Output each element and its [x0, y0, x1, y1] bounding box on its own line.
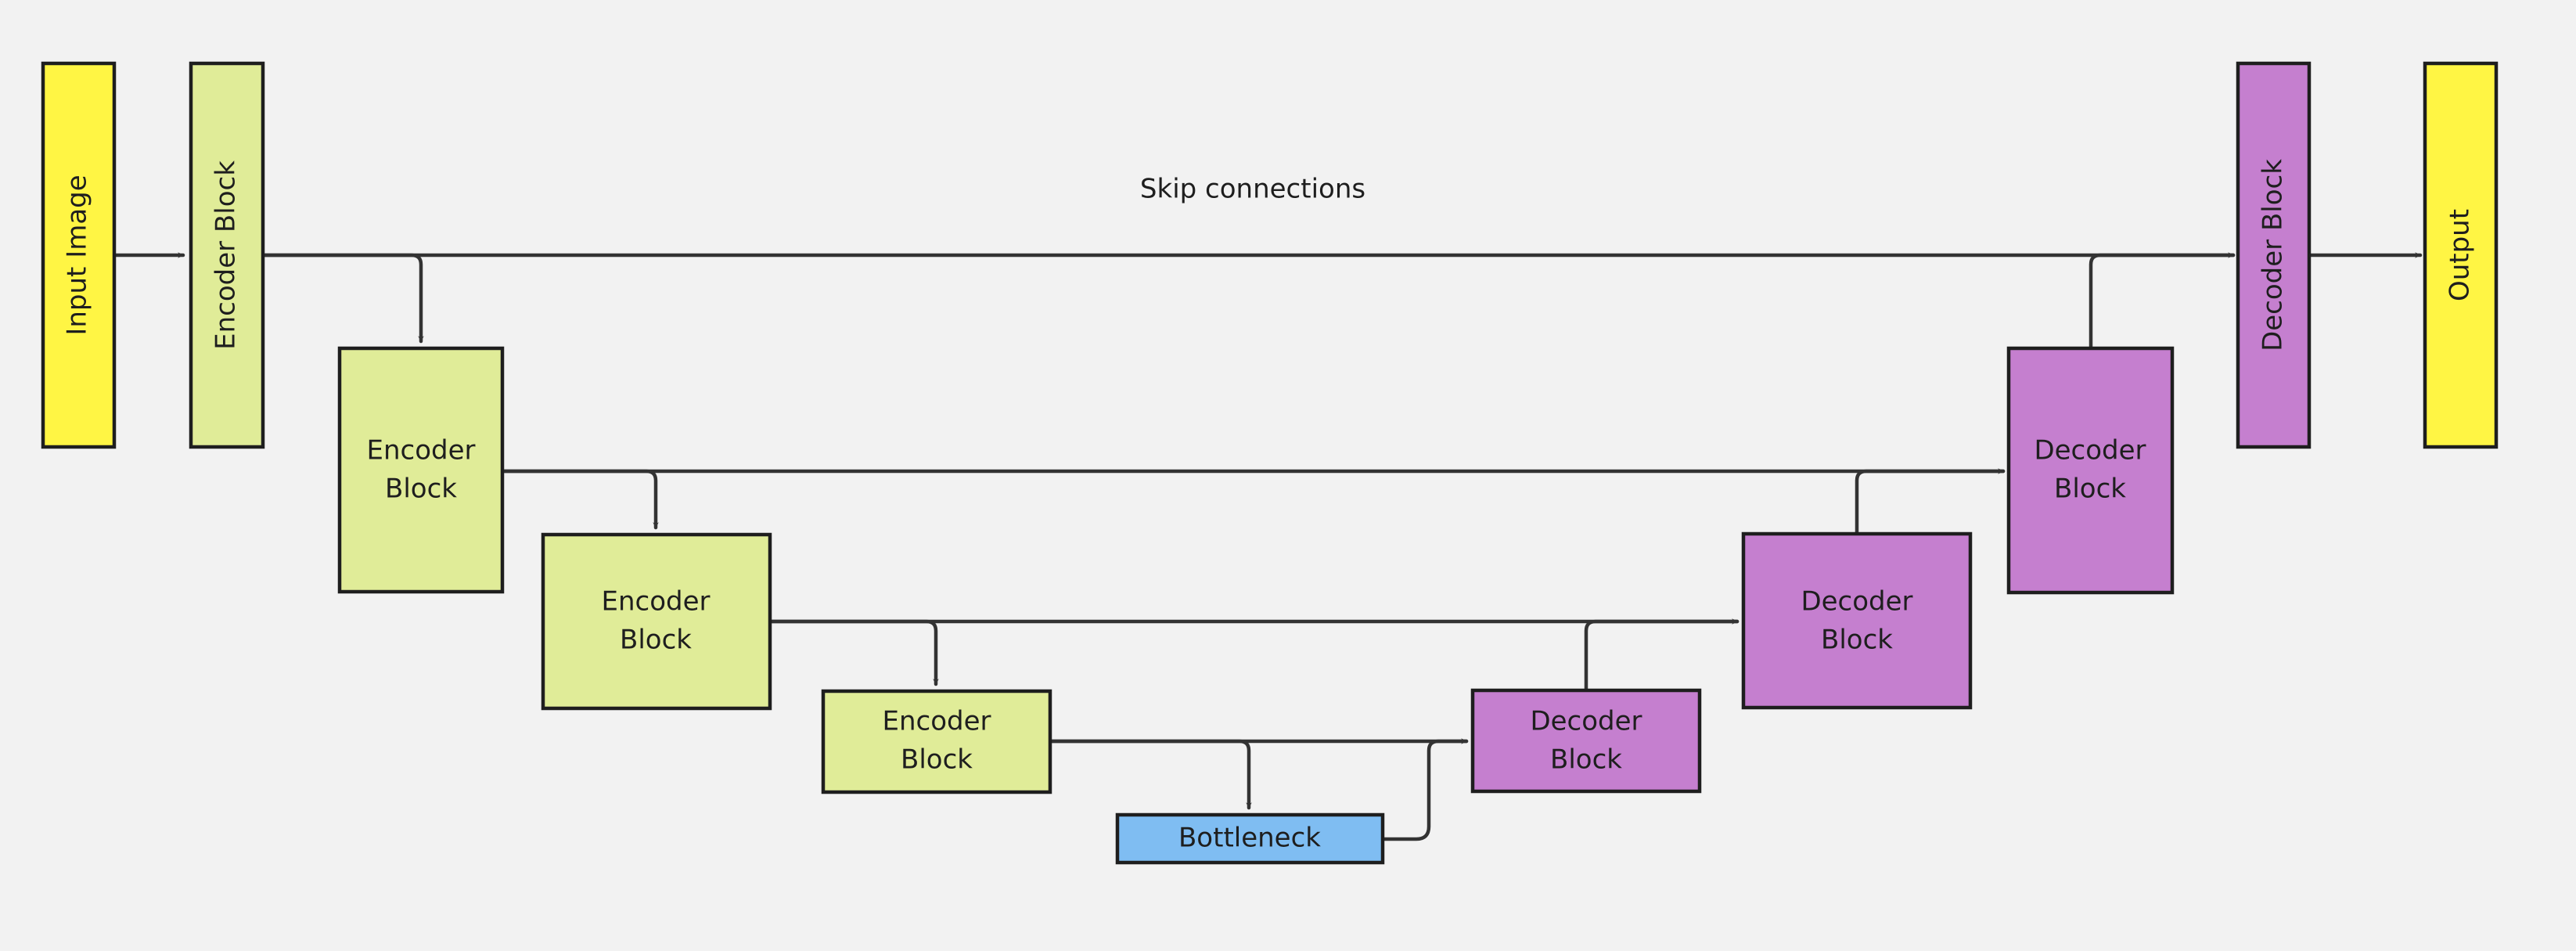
encoder-block-3-label-line-2: Block: [620, 625, 692, 656]
edges: [112, 252, 2423, 841]
encoder-block-1-box: [189, 61, 265, 449]
decoder-block-1-node[interactable]: Decoder Block: [2236, 61, 2312, 449]
encoder-block-2-box: [337, 346, 505, 594]
decoder-block-4-label-line-1: Decoder: [1530, 706, 1642, 737]
encoder-block-3-box: [541, 532, 772, 711]
encoder-block-1-node[interactable]: Encoder Block: [189, 61, 265, 449]
encoder-block-3-label-line-1: Encoder: [601, 586, 710, 618]
encoder-block-1-label: Encoder Block: [210, 160, 242, 350]
decoder-block-2-label-line-1: Decoder: [2034, 435, 2146, 466]
encoder-block-4-label-line-1: Encoder: [882, 706, 991, 737]
decoder-block-2-label-line-2: Block: [2054, 474, 2126, 505]
decoder-block-2-node[interactable]: Decoder Block: [2006, 346, 2175, 595]
bottleneck-label: Bottleneck: [1178, 823, 1321, 854]
output-box: [2423, 61, 2499, 449]
encoder-block-4-box: [821, 689, 1052, 794]
decoder-block-1-label: Decoder Block: [2258, 159, 2289, 351]
encoder-block-4-label-line-2: Block: [901, 744, 973, 776]
input-image-node[interactable]: Input Image: [41, 61, 117, 449]
skip-connections-caption: Skip connections: [1140, 174, 1365, 205]
decoder-block-3-node[interactable]: Decoder Block: [1741, 531, 1973, 710]
bottleneck-node[interactable]: Bottleneck: [1115, 812, 1385, 865]
decoder-block-4-node[interactable]: Decoder Block: [1470, 688, 1702, 794]
encoder-block-2-node[interactable]: Encoder Block: [337, 346, 505, 594]
encoder-block-2-label-line-2: Block: [385, 474, 457, 505]
decoder-block-4-label-line-2: Block: [1550, 744, 1622, 776]
decoder-block-3-box: [1741, 531, 1973, 710]
decoder-block-1-box: [2236, 61, 2312, 449]
encoder-block-4-node[interactable]: Encoder Block: [821, 689, 1052, 794]
input-image-box: [41, 61, 117, 449]
decoder-block-4-box: [1470, 688, 1702, 794]
decoder-block-3-label-line-2: Block: [1821, 625, 1893, 656]
output-label: Output: [2445, 209, 2476, 301]
input-image-label: Input Image: [62, 175, 93, 335]
decoder-block-2-box: [2006, 346, 2175, 595]
encoder-block-3-node[interactable]: Encoder Block: [541, 532, 772, 711]
decoder-block-3-label-line-1: Decoder: [1801, 586, 1912, 618]
nodes: Input Image Encoder Block Encoder Block …: [41, 61, 2499, 865]
bottleneck-box: [1115, 812, 1385, 865]
output-node[interactable]: Output: [2423, 61, 2499, 449]
encoder-block-2-label-line-1: Encoder: [366, 435, 475, 466]
